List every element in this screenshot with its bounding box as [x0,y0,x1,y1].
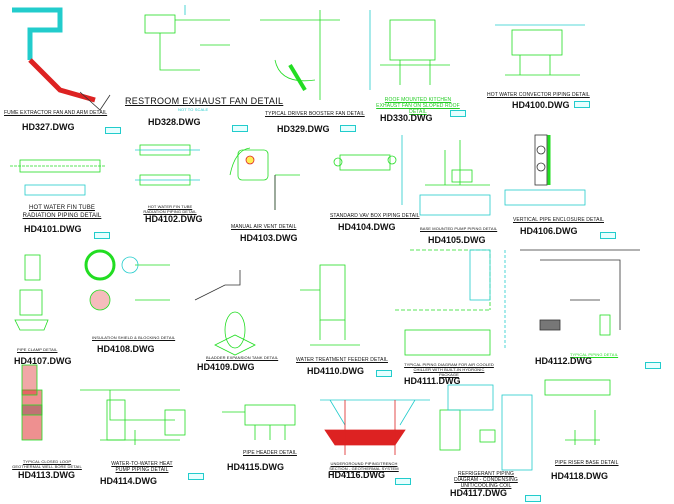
drawing-file-link[interactable]: HD4110.DWG [307,366,365,376]
drawing-file-link[interactable]: HD329.DWG [277,124,330,134]
reference-tag [232,125,248,132]
drawing-hd4114 [80,389,186,445]
drawing-title: STANDARD VAV BOX PIPING DETAIL [330,213,420,219]
drawing-file-link[interactable]: HD4101.DWG [24,224,82,234]
drawing-file-link[interactable]: HD4104.DWG [338,222,396,232]
drawing-hd4106 [504,134,586,206]
drawing-file-link[interactable]: HD4106.DWG [520,226,578,236]
drawing-title: VERTICAL PIPE ENCLOSURE DETAIL [513,217,604,223]
drawing-hd327 [12,7,111,111]
drawing-hd4107 [14,254,49,331]
drawing-file-link[interactable]: HD4116.DWG [328,470,386,480]
drawing-file-link[interactable]: HD4107.DWG [14,356,72,366]
drawing-hd4100 [495,24,585,76]
drawing-hd4112 [504,249,640,350]
reference-tag [94,232,110,239]
drawing-file-link[interactable]: HD4112.DWG [535,356,593,366]
drawing-hd329 [260,10,340,100]
drawing-title: PIPE HEADER DETAIL [243,450,297,456]
drawing-title: REFRIGERANT PIPING DIAGRAM - CONDENSING … [454,471,518,489]
drawing-hd4110 [300,264,360,346]
reference-tag [600,232,616,239]
drawing-file-link[interactable]: HD330.DWG [380,113,433,123]
drawing-file-link[interactable]: HD4103.DWG [240,233,298,243]
drawing-hd4115 [222,404,296,440]
drawing-file-link[interactable]: HD4102.DWG [145,214,203,224]
reference-tag [340,125,356,132]
drawing-hd4108 [84,249,170,311]
drawing-hd4118 [544,379,611,445]
drawing-title: ROOF MOUNTED KITCHEN EXHAUST FAN ON SLOP… [376,97,460,115]
drawing-title: PIPE CLAMP DETAIL [17,347,58,352]
drawing-title: UNDERGROUND PIPING/TRENCH SECTION - GEOT… [329,461,399,471]
drawing-title: TYPICAL CLOSED LOOP GEOTHERMAL WELL BORE… [12,459,82,469]
drawing-file-link[interactable]: HD4114.DWG [100,476,158,486]
drawing-file-link[interactable]: HD4118.DWG [551,471,609,481]
reference-tag [525,495,541,502]
drawing-title: HOT WATER CONVECTOR PIPING DETAIL [487,92,590,98]
drawing-title: TYPICAL DRIVER BOOSTER FAN DETAIL [265,111,365,117]
drawing-hd4109 [194,270,256,356]
drawing-title: FUME EXTRACTOR FAN AND ARM DETAIL [4,110,108,116]
reference-tag [574,101,590,108]
drawing-title: INSULATION SHIELD & BLOCKING DETAIL [92,335,176,340]
drawing-file-link[interactable]: HD328.DWG [148,117,201,127]
reference-tag [188,473,204,480]
drawing-title: PIPE RISER BASE DETAIL [555,460,619,466]
drawing-file-link[interactable]: HD4115.DWG [227,462,285,472]
reference-tag [645,362,661,369]
reference-tag [395,478,411,485]
drawing-title: TYPICAL PIPING DIAGRAM FOR AIR COOLED CH… [404,362,494,377]
drawing-file-link[interactable]: HD4100.DWG [512,100,570,110]
drawing-title: WATER TREATMENT FEEDER DETAIL [296,357,388,363]
reference-tag [105,127,121,134]
drawing-hd4113 [21,364,43,441]
drawing-title: HOT WATER FIN TUBE RADIATION PIPING DETA… [22,205,102,219]
drawing-hd328 [144,5,230,71]
drawing-title: HOT WATER FIN TUBE RADIATION PIPING DETA… [143,204,197,214]
drawing-file-link[interactable]: HD4111.DWG [404,376,461,386]
drawing-hd4104 [333,135,403,205]
drawing-file-link[interactable]: HD327.DWG [22,122,75,132]
scale-note: NOT TO SCALE [178,107,209,112]
drawing-hd4105 [419,140,491,216]
drawing-hd4117 [439,384,533,471]
drawing-hd4103 [229,147,300,210]
drawing-file-link[interactable]: HD4109.DWG [197,362,255,372]
drawing-file-link[interactable]: HD4108.DWG [97,344,155,354]
drawing-title: BASE MOUNTED PUMP PIPING DETAIL [420,226,498,231]
drawing-hd4102 [135,144,200,186]
drawing-hd330 [369,10,450,90]
drawing-file-link[interactable]: HD4117.DWG [450,488,508,498]
drawing-hd4111 [395,249,491,356]
drawing-hd4101 [10,159,105,196]
drawing-title: RESTROOM EXHAUST FAN DETAIL [125,96,284,106]
drawing-file-link[interactable]: HD4113.DWG [18,470,76,480]
drawing-hd4116 [320,399,430,455]
reference-tag [450,110,466,117]
reference-tag [376,370,392,377]
drawing-title: WATER-TO-WATER HEAT PUMP PIPING DETAIL [111,461,173,473]
drawing-title: TYPICAL PIPING DETAIL [570,352,619,357]
drawing-file-link[interactable]: HD4105.DWG [428,235,486,245]
drawing-title: BLADDER EXPANSION TANK DETAIL [206,355,279,360]
drawing-title: MANUAL AIR VENT DETAIL [231,224,297,230]
